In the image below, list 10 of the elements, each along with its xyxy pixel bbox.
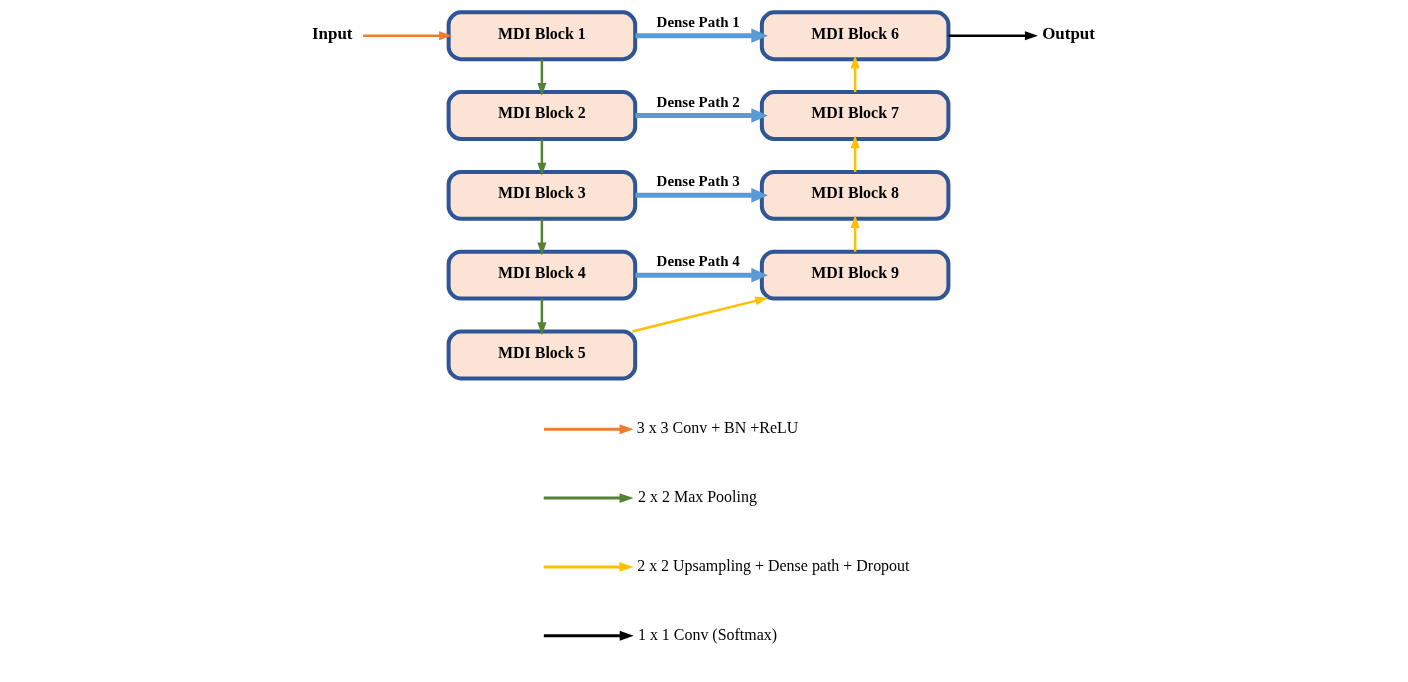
edge-label: Dense Path 3 <box>656 173 740 190</box>
legend-label: 1 x 1 Conv (Softmax) <box>637 625 777 643</box>
edge-label: Dense Path 1 <box>656 13 740 30</box>
edge-label: Dense Path 4 <box>656 253 740 270</box>
legend-label: 3 x 3 Conv + BN +ReLU <box>636 419 798 437</box>
legend-label: 2 x 2 Upsampling + Dense path + Dropout <box>636 556 909 574</box>
legend-label: 2 x 2 Max Pooling <box>637 487 757 505</box>
node-text: Input <box>311 23 352 43</box>
node-text: Output <box>1041 23 1095 43</box>
edge-label: Dense Path 2 <box>656 93 740 110</box>
